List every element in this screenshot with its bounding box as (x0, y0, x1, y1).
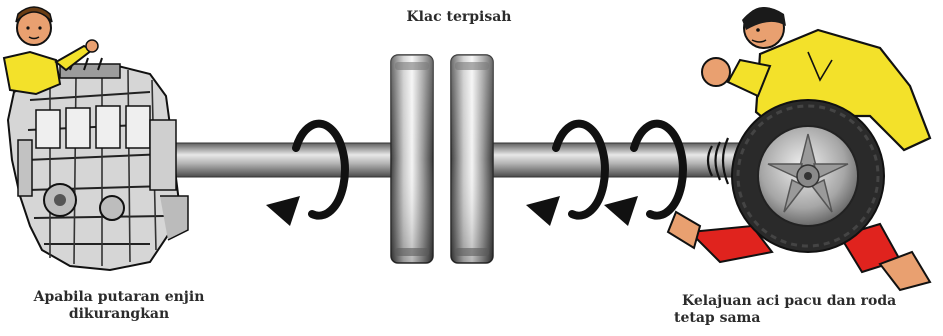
engine-caption-line-2: dikurangkan (0, 306, 238, 323)
rotation-arrowhead (526, 196, 560, 226)
engine-caption: Apabila putaran enjin dikurangkan (0, 289, 238, 323)
engine-caption-line-1: Apabila putaran enjin (0, 289, 238, 306)
wheel-icon (732, 100, 884, 252)
clutch-disc-wheel-side (451, 55, 493, 263)
wheel-caption-line-1: Kelajuan aci pacu dan roda (668, 293, 943, 310)
diagram-title: Klac terpisah (384, 9, 534, 26)
input-shaft (150, 143, 395, 177)
wheel-caption: Kelajuan aci pacu dan roda tetap sama (668, 293, 943, 327)
rotation-arrowhead (604, 196, 638, 226)
clutch-disc-engine-side (391, 55, 433, 263)
wheel-caption-line-2: tetap sama (668, 310, 943, 327)
rotation-arrowhead (266, 196, 300, 226)
